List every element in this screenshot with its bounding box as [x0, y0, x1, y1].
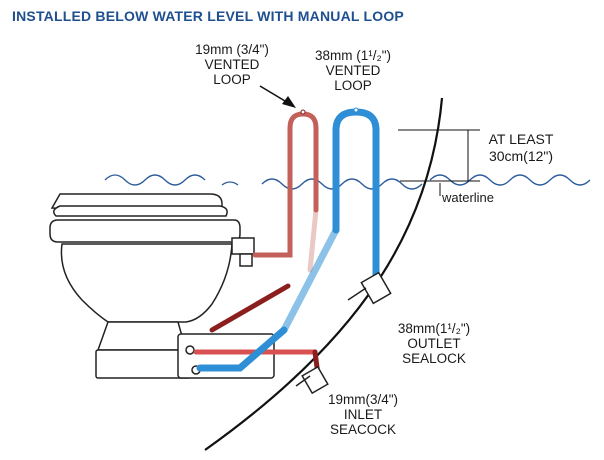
wave-mid — [221, 181, 239, 186]
large-loop-line3: LOOP — [334, 78, 372, 93]
height-line1: AT LEAST — [488, 131, 554, 147]
height-line2: 30cm(12") — [488, 148, 554, 164]
inlet-size: 19mm(3/4") — [327, 392, 399, 407]
outlet-loop — [332, 108, 380, 284]
small-loop-label: 19mm (3/4") VENTED LOOP — [186, 42, 278, 87]
diagram-heading: INSTALLED BELOW WATER LEVEL WITH MANUAL … — [12, 8, 404, 24]
vent-markers — [300, 107, 359, 115]
inlet-line3: SEACOCK — [329, 422, 397, 437]
outlet-lower — [196, 326, 288, 372]
arrow-icon — [259, 85, 296, 108]
outlet-label: 38mm(1¹/₂") OUTLET SEALOCK — [384, 321, 484, 366]
waterline-label: waterline — [441, 190, 495, 205]
large-loop-size: 38mm (1¹/₂") — [314, 48, 392, 63]
inlet-seacock — [301, 365, 329, 395]
outlet-seacock — [360, 271, 392, 305]
height-label: AT LEAST 30cm(12") — [478, 131, 564, 165]
inlet-line2: INLET — [343, 407, 383, 422]
large-loop-label: 38mm (1¹/₂") VENTED LOOP — [307, 48, 399, 93]
outlet-line2: OUTLET — [407, 336, 461, 351]
wave-left — [104, 174, 206, 186]
outlet-line3: SEALOCK — [402, 351, 466, 366]
large-loop-line2: VENTED — [325, 63, 381, 78]
height-indicator — [398, 129, 480, 182]
seacock-icon — [295, 271, 392, 395]
water-surface — [104, 174, 591, 190]
outlet-size: 38mm(1¹/₂") — [397, 321, 471, 336]
wave-center — [261, 178, 423, 190]
inlet-down-line — [307, 207, 319, 273]
small-loop-size: 19mm (3/4") — [195, 42, 269, 57]
inlet-loop — [252, 111, 319, 258]
small-loop-line2: VENTED — [204, 57, 260, 72]
inlet-diagonal — [209, 283, 291, 333]
wave-right — [429, 174, 591, 186]
inlet-label: 19mm(3/4") INLET SEACOCK — [318, 392, 408, 437]
outlet-diagonal — [280, 226, 340, 334]
small-loop-line3: LOOP — [213, 72, 251, 87]
